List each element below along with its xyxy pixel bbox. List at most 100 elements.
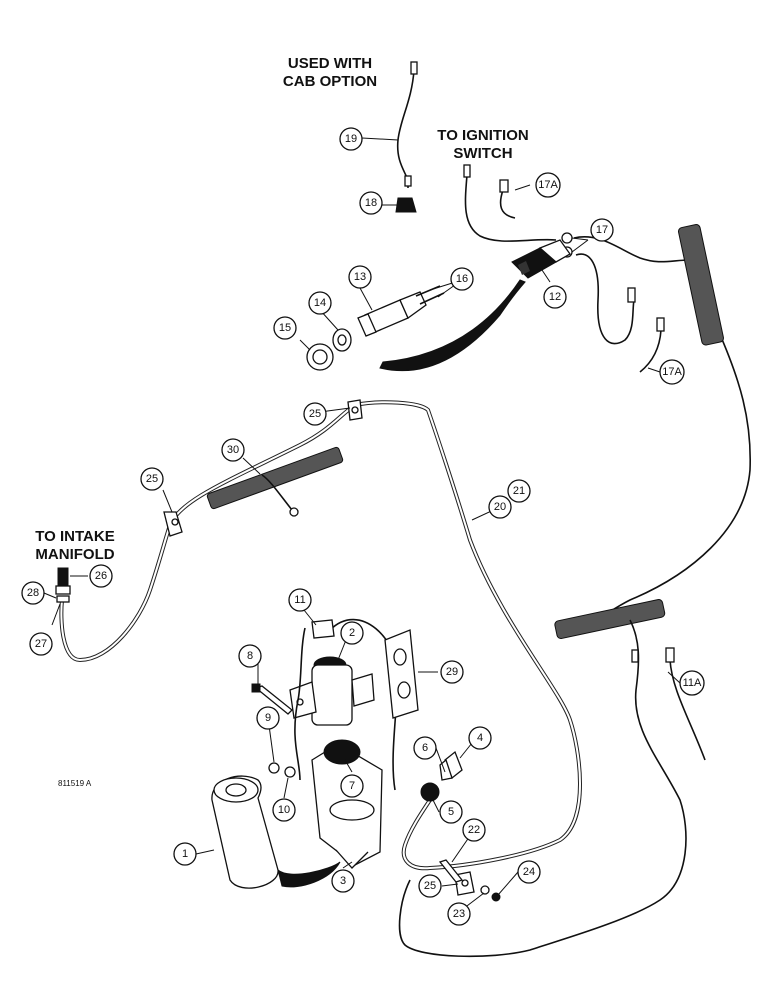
washers-9-10 — [268, 762, 296, 778]
svg-text:29: 29 — [446, 666, 458, 678]
svg-text:8: 8 — [247, 650, 253, 662]
callout-11a: 11A — [679, 670, 705, 696]
bolt-8 — [251, 683, 293, 715]
insulation-sleeve — [206, 446, 344, 510]
svg-text:4: 4 — [477, 732, 483, 744]
callout-15: 15 — [273, 316, 297, 340]
callout-6: 6 — [413, 736, 437, 760]
svg-text:17: 17 — [596, 224, 608, 236]
connector-body — [511, 239, 571, 279]
svg-text:1: 1 — [182, 848, 188, 860]
ignition-wiring — [463, 164, 691, 373]
svg-text:17A: 17A — [662, 366, 682, 378]
note-intake-line2: MANIFOLD — [35, 546, 114, 563]
note-cab-option-line1: USED WITH — [288, 55, 372, 72]
note-intake-line1: TO INTAKE — [35, 528, 114, 545]
inlet-fitting — [420, 782, 440, 802]
callout-18: 18 — [359, 191, 383, 215]
svg-text:23: 23 — [453, 908, 465, 920]
svg-text:11A: 11A — [683, 677, 702, 689]
callout-22: 22 — [462, 818, 486, 842]
sleeve-lower-right — [554, 599, 666, 640]
callout-19: 19 — [339, 127, 363, 151]
svg-text:21: 21 — [513, 485, 525, 497]
callout-28: 28 — [21, 581, 45, 605]
svg-text:5: 5 — [448, 806, 454, 818]
svg-text:22: 22 — [468, 824, 480, 836]
svg-text:17A: 17A — [538, 179, 558, 191]
mounting-gasket — [384, 629, 419, 719]
sleeve-upper-right — [677, 224, 724, 346]
svg-text:2: 2 — [349, 627, 355, 639]
svg-text:16: 16 — [456, 273, 468, 285]
svg-text:14: 14 — [314, 297, 326, 309]
callout-9: 9 — [256, 706, 280, 730]
svg-text:20: 20 — [494, 501, 506, 513]
callout-17: 17 — [590, 218, 614, 242]
callout-10: 10 — [272, 798, 296, 822]
callout-8: 8 — [238, 644, 262, 668]
svg-text:7: 7 — [349, 780, 355, 792]
callout-14: 14 — [308, 291, 332, 315]
callout-5: 5 — [439, 800, 463, 824]
svg-text:10: 10 — [278, 804, 290, 816]
callout-25-left: 25 — [140, 467, 164, 491]
cab-option-wire — [396, 61, 418, 188]
callout-17a-lower: 17A — [659, 359, 685, 385]
callout-29: 29 — [440, 660, 464, 684]
svg-text:25: 25 — [146, 473, 158, 485]
fuel-filter — [211, 775, 341, 889]
harness-right — [398, 224, 752, 958]
note-ignition-line2: SWITCH — [453, 145, 512, 162]
plug-cap — [306, 343, 334, 371]
svg-text:18: 18 — [365, 197, 377, 209]
pump-harness-connector — [311, 619, 335, 639]
jam-nut — [332, 328, 352, 352]
figure-id: 811519 A — [58, 779, 92, 788]
intake-fitting — [55, 567, 71, 603]
callout-7: 7 — [340, 774, 364, 798]
svg-text:6: 6 — [422, 742, 428, 754]
callout-3: 3 — [331, 869, 355, 893]
callout-4: 4 — [468, 726, 492, 750]
callout-13: 13 — [348, 265, 372, 289]
svg-text:19: 19 — [345, 133, 357, 145]
rubber-boot — [395, 197, 417, 213]
svg-text:28: 28 — [27, 587, 39, 599]
callout-23: 23 — [447, 902, 471, 926]
svg-text:15: 15 — [279, 322, 291, 334]
callout-20: 20 — [488, 495, 512, 519]
callout-21: 21 — [507, 479, 531, 503]
callout-12: 12 — [543, 285, 567, 309]
callout-25-upper: 25 — [303, 402, 327, 426]
callout-1: 1 — [173, 842, 197, 866]
svg-text:27: 27 — [35, 638, 47, 650]
note-cab-option-line2: CAB OPTION — [283, 73, 377, 90]
pump-bracket — [311, 743, 383, 869]
temperature-sender — [357, 291, 427, 337]
svg-text:24: 24 — [523, 866, 535, 878]
svg-text:9: 9 — [265, 712, 271, 724]
clip-25b — [347, 399, 363, 421]
svg-text:12: 12 — [549, 291, 561, 303]
callout-24: 24 — [517, 860, 541, 884]
svg-text:26: 26 — [95, 570, 107, 582]
elbow-fitting — [439, 750, 463, 781]
svg-text:3: 3 — [340, 875, 346, 887]
sender-wire-lead — [379, 279, 526, 372]
fuel-tube — [59, 400, 582, 871]
callout-26: 26 — [89, 564, 113, 588]
callout-2: 2 — [340, 621, 364, 645]
fuel-pump — [289, 656, 375, 726]
callout-16: 16 — [450, 267, 474, 291]
svg-text:13: 13 — [354, 271, 366, 283]
svg-text:25: 25 — [309, 408, 321, 420]
svg-text:25: 25 — [424, 880, 436, 892]
callout-27: 27 — [29, 632, 53, 656]
filter-element — [323, 739, 361, 765]
svg-text:30: 30 — [227, 444, 239, 456]
callout-25-lower: 25 — [418, 874, 442, 898]
note-ignition-line1: TO IGNITION — [437, 127, 528, 144]
callout-11: 11 — [288, 588, 312, 612]
sleeve-tie — [261, 474, 293, 511]
